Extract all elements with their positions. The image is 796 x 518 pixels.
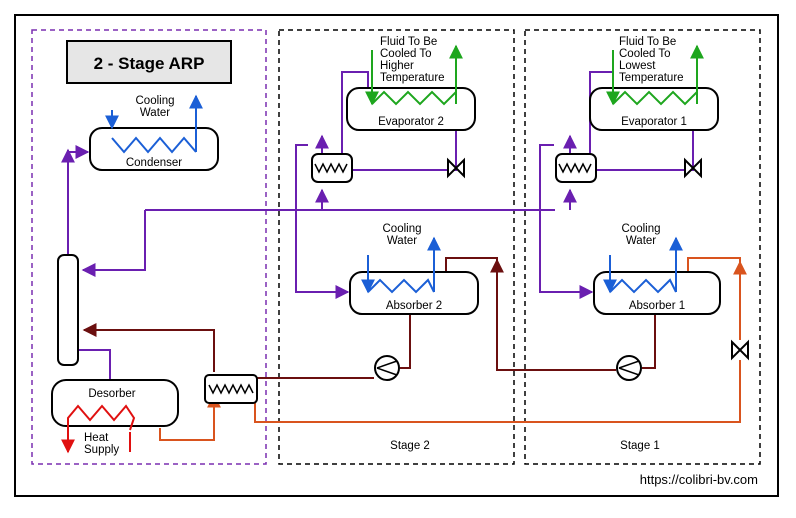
cooling-coil-icon (367, 278, 435, 294)
desorber-label: Desorber (88, 388, 135, 400)
to-absorber1 (539, 172, 594, 299)
fluid-lowest-label: Temperature (619, 72, 684, 84)
hx2-liquid-out (295, 144, 308, 172)
fluid-higher-label: Cooled To (380, 48, 432, 60)
pump-symbol (376, 360, 398, 376)
column-to-condenser (67, 145, 90, 255)
cooling-water-label-absorber2: Water (387, 235, 417, 247)
outer-frame (14, 14, 779, 497)
stage2-return-line (445, 257, 616, 371)
title-box (66, 40, 232, 84)
cooling-water-label-absorber1: Water (626, 235, 656, 247)
evaporator-1-label: Evaporator 1 (621, 116, 687, 128)
vapour-to-column (81, 210, 146, 277)
hx-coil (314, 162, 348, 174)
cooling-water-label-condenser: Water (140, 107, 170, 119)
heat-supply-label: Supply (84, 444, 119, 456)
fluid-higher-label: Higher (380, 60, 414, 72)
hx1-liquid-out (539, 144, 554, 172)
heat-exchanger-icon (311, 153, 353, 183)
generator-section (31, 29, 267, 465)
rich-to-column (82, 323, 215, 372)
fluid-higher-label: Fluid To Be (380, 36, 437, 48)
absorber2-to-pump2 (400, 312, 411, 369)
pump-symbol (618, 360, 640, 376)
condenser (89, 127, 219, 171)
cooling-coil-icon (111, 136, 197, 154)
rectifier-column (57, 254, 79, 366)
fluid-higher-label: Temperature (380, 72, 445, 84)
evaporator-1 (589, 87, 719, 131)
cooling-coil-icon (609, 278, 677, 294)
fluid-lowest-label: Fluid To Be (619, 36, 676, 48)
stage2-label: Stage 2 (390, 440, 430, 452)
diagram-title: 2 - Stage ARP (94, 54, 205, 73)
expansion-valve-icon (447, 157, 465, 179)
heat-supply-label: Heat (84, 432, 109, 444)
evaporator-2-label: Evaporator 2 (378, 116, 444, 128)
fluid-lowest-label: Cooled To (619, 48, 671, 60)
stage1-label: Stage 1 (620, 440, 660, 452)
stage1-section (524, 29, 761, 465)
stage2-section (278, 29, 515, 465)
cooling-water-label-absorber1: Cooling (622, 223, 661, 235)
desorber (51, 379, 179, 427)
fluid-lowest-label: Lowest (619, 60, 656, 72)
expansion-valve-icon (731, 339, 749, 361)
cooling-water-label-absorber2: Cooling (383, 223, 422, 235)
to-absorber2 (295, 172, 350, 299)
absorber-1-label: Absorber 1 (629, 300, 685, 312)
cooling-water-label-condenser: Cooling (136, 95, 175, 107)
heating-coil-icon (67, 404, 136, 431)
evaporator-coil (371, 90, 457, 106)
condenser-label: Condenser (126, 157, 182, 169)
hx-coil (558, 162, 592, 174)
weak-solution-line (254, 360, 741, 423)
hx-coil (208, 383, 254, 395)
footer-url: https://colibri-bv.com (640, 472, 758, 487)
evaporator-coil (612, 90, 698, 106)
expansion-valve-icon (684, 157, 702, 179)
evaporator-2 (346, 87, 476, 131)
heat-exchanger-icon (555, 153, 597, 183)
absorber1-to-pump1 (642, 312, 656, 369)
absorber-2-label: Absorber 2 (386, 300, 442, 312)
desorber-to-hx (159, 393, 221, 441)
